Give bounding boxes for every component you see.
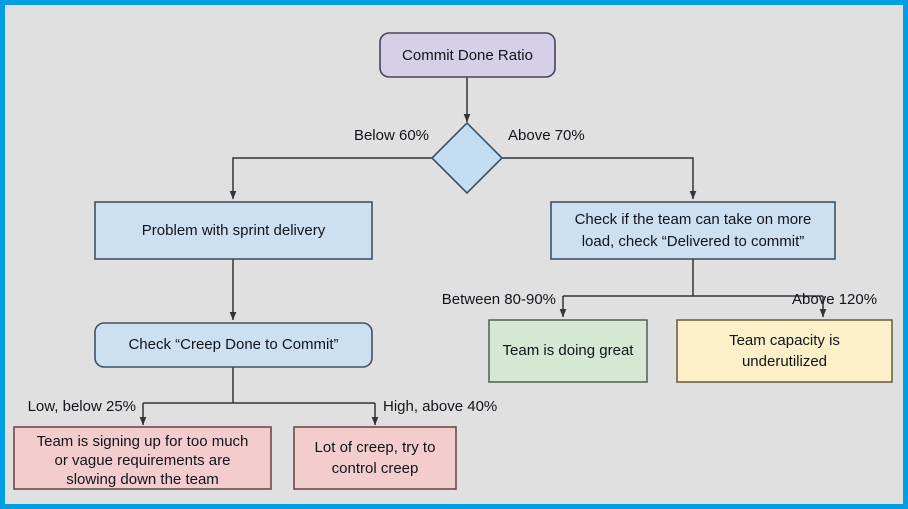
node-commit-done-ratio-label: Commit Done Ratio bbox=[402, 47, 533, 64]
node-check-creep-label: Check “Creep Done to Commit” bbox=[128, 336, 338, 353]
node-team-doing-great[interactable] bbox=[488, 319, 648, 383]
node-check-more-load-label-line1: Check if the team can take on more bbox=[575, 211, 812, 228]
flowchart-svg: Commit Done Ratio Problem with sprint de… bbox=[13, 32, 893, 490]
node-signing-up-label-line1: Team is signing up for too much bbox=[37, 433, 249, 450]
edge-above70 bbox=[499, 157, 697, 200]
edge-label-high-above-40: High, above 40% bbox=[383, 398, 497, 415]
edge-label-between-80-90: Between 80-90% bbox=[442, 291, 556, 308]
node-team-doing-great-label: Team is doing great bbox=[503, 342, 635, 359]
node-check-more-load[interactable] bbox=[550, 201, 836, 260]
node-lot-of-creep-label-line1: Lot of creep, try to bbox=[315, 439, 436, 456]
edge-label-above-120: Above 120% bbox=[792, 291, 877, 308]
edge-below60 bbox=[229, 157, 435, 200]
node-signing-up-too-much[interactable] bbox=[13, 426, 272, 490]
edge-label-low-below-25: Low, below 25% bbox=[28, 398, 136, 415]
node-team-capacity-label-line1: Team capacity is bbox=[729, 332, 840, 349]
node-commit-done-ratio[interactable] bbox=[379, 32, 556, 78]
node-problem-sprint-delivery[interactable] bbox=[94, 201, 373, 260]
node-check-creep[interactable] bbox=[94, 322, 373, 368]
node-team-capacity-underutilized[interactable] bbox=[676, 319, 893, 383]
node-signing-up-label-line2: or vague requirements are bbox=[55, 452, 231, 469]
node-check-more-load-label-line2: load, check “Delivered to commit” bbox=[582, 233, 805, 250]
node-lot-of-creep-label-line2: control creep bbox=[332, 460, 419, 477]
node-signing-up-label-line3: slowing down the team bbox=[66, 471, 219, 488]
edge-label-above-70: Above 70% bbox=[508, 127, 585, 144]
node-problem-sprint-delivery-label: Problem with sprint delivery bbox=[142, 222, 326, 239]
node-lot-of-creep[interactable] bbox=[293, 426, 457, 490]
node-decision-diamond[interactable] bbox=[430, 121, 504, 195]
node-team-capacity-label-line2: underutilized bbox=[742, 353, 827, 370]
edge-label-below-60: Below 60% bbox=[354, 127, 429, 144]
